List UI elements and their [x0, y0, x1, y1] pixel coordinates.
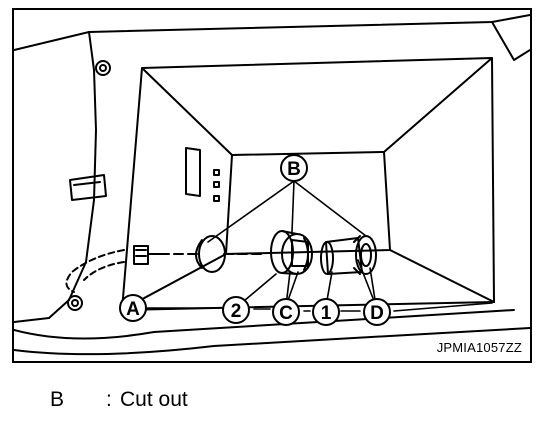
callout-2-label: 2	[231, 301, 242, 322]
console-right-edge	[491, 21, 530, 61]
callout-b	[280, 154, 308, 182]
callout-c	[272, 298, 300, 326]
storage-box-rim	[121, 57, 495, 311]
callout-c-label: C	[279, 303, 293, 324]
callout-a-label: A	[126, 299, 140, 320]
screw-hole	[67, 295, 83, 311]
callout-1-label: 1	[321, 303, 332, 324]
legend: B: Cut out	[50, 388, 188, 412]
console-outline	[14, 14, 530, 51]
callout-b-label: B	[287, 159, 301, 180]
callout-d-label: D	[370, 303, 384, 324]
legend-key: B	[50, 388, 65, 411]
cut-out-opening	[198, 235, 226, 273]
callout-a	[119, 294, 147, 322]
console-drawing: B A 2 C 1 D	[14, 14, 530, 356]
figure-code: JPMIA1057ZZ	[436, 340, 522, 355]
callout-d	[363, 298, 391, 326]
legend-text: Cut out	[120, 388, 188, 411]
callout-2	[222, 296, 250, 324]
harness-connector	[133, 245, 149, 265]
callout-1	[312, 298, 340, 326]
screw-hole	[95, 60, 111, 76]
diagram-figure: B A 2 C 1 D JPMIA1057ZZ	[12, 8, 532, 363]
storage-box-inner	[225, 151, 391, 255]
legend-separator: :	[106, 388, 112, 411]
legend-row: B: Cut out	[50, 388, 188, 412]
